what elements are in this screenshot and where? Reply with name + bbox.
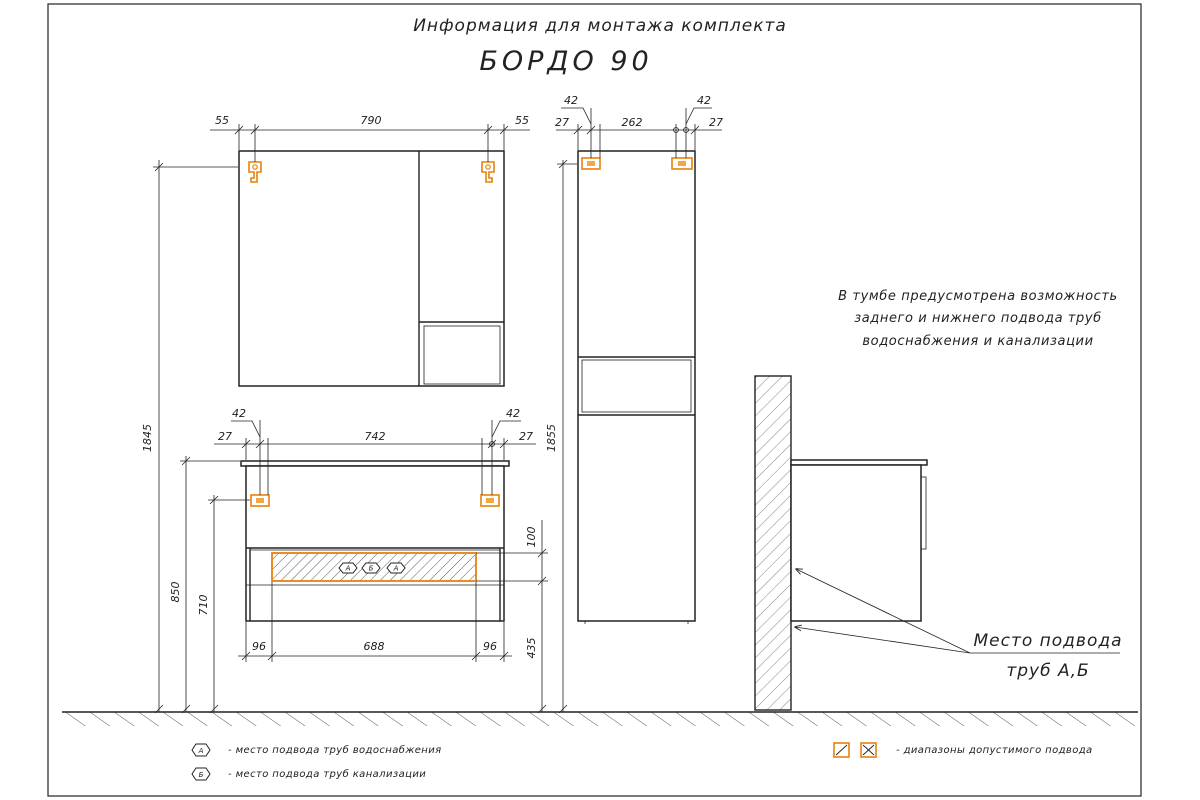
mirror-dimensions: 55 790 55 1845 (141, 114, 530, 714)
vanity-front: А Б А (240, 460, 510, 622)
title-line2: БОРДО 90 (479, 46, 652, 77)
column-dim-left: 27 (555, 116, 569, 129)
vanity-dim-top-b: 42 (506, 407, 520, 420)
svg-text:А: А (198, 747, 204, 755)
column-bracket-right (671, 157, 693, 170)
mirror-dim-width: 790 (361, 114, 382, 127)
callout-line2: труб А,Б (1006, 661, 1089, 681)
vanity-bracket-right (480, 494, 500, 507)
svg-text:Б: Б (199, 771, 204, 779)
legend: А - место подвода труб водоснабжения Б -… (191, 742, 1093, 781)
column-dim-right: 27 (709, 116, 723, 129)
vanity-dim-435: 435 (525, 638, 538, 659)
note-block: В тумбе предусмотрена возможность заднег… (838, 289, 1118, 349)
legend-symbol-a: А (191, 743, 211, 757)
vanity-dim-710: 710 (197, 595, 210, 616)
side-view: Место подвода труб А,Б (754, 375, 1122, 711)
mirror-cabinet (238, 150, 505, 387)
vanity-dimensions: 42 42 27 742 27 850 710 100 435 (169, 407, 548, 714)
column-dim-width: 262 (622, 116, 643, 129)
column-dimensions: 42 42 27 262 27 1855 (545, 94, 723, 714)
column-cabinet (577, 150, 696, 624)
mirror-dim-left: 55 (215, 114, 229, 127)
mirror-dim-height: 1845 (141, 424, 154, 452)
marker-b: Б (361, 562, 381, 574)
marker-a-right: А (386, 562, 406, 574)
vanity-bracket-left (250, 494, 270, 507)
mirror-hanger-right (481, 161, 495, 183)
vanity-dim-width: 742 (365, 430, 386, 443)
note-line2: заднего и нижнего подвода труб (854, 311, 1102, 326)
vanity-dim-left: 27 (218, 430, 232, 443)
vanity-dim-bottom-right: 96 (483, 640, 497, 653)
marker-a-left: А (338, 562, 358, 574)
vanity-dim-bottom-left: 96 (252, 640, 266, 653)
page-frame (47, 3, 1142, 797)
mirror-dim-right: 55 (515, 114, 529, 127)
svg-text:А: А (345, 565, 351, 573)
legend-range-symbols (833, 742, 877, 758)
svg-text:А: А (393, 565, 399, 573)
vanity-dim-top-a: 42 (232, 407, 246, 420)
vanity-dim-850: 850 (169, 582, 182, 603)
mirror-hanger-left (248, 161, 262, 183)
svg-text:Б: Б (369, 565, 374, 573)
vanity-dim-100: 100 (525, 527, 538, 548)
pointer-upper (796, 569, 971, 654)
callout-line1: Место подвода (973, 631, 1122, 651)
pointer-lower (795, 627, 971, 654)
column-dim-height: 1855 (545, 424, 558, 452)
legend-range-text: - диапазоны допустимого подвода (896, 745, 1093, 756)
column-bracket-left (581, 157, 601, 170)
floor (62, 711, 1138, 726)
title-line1: Информация для монтажа комплекта (413, 16, 787, 36)
vanity-dim-bottom-mid: 688 (364, 640, 385, 653)
legend-symbol-b: Б (191, 767, 211, 781)
column-dim-top-b: 42 (697, 94, 711, 107)
vanity-dim-right: 27 (519, 430, 533, 443)
column-dim-top-a: 42 (564, 94, 578, 107)
note-line1: В тумбе предусмотрена возможность (838, 289, 1118, 304)
legend-text-b: - место подвода труб канализации (228, 768, 426, 780)
wall (754, 375, 792, 711)
note-line3: водоснабжения и канализации (862, 334, 1093, 349)
legend-text-a: - место подвода труб водоснабжения (228, 744, 442, 756)
